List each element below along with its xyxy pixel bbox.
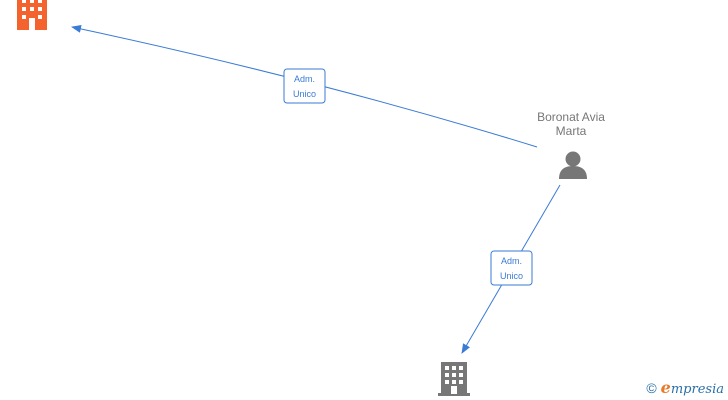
brand-name: empresia [661,378,724,397]
edge-label-1[interactable]: Adm. Unico [283,68,326,104]
copyright-icon: © [646,379,657,396]
person-name[interactable]: Boronat Avia Marta [521,110,621,138]
person-icon[interactable] [559,151,587,180]
brand-logo: © empresia [646,378,724,397]
brand-rest: mpresia [670,382,724,397]
building-icon[interactable] [17,0,47,30]
edge-label-2-line1: Adm. [501,256,522,266]
person-name-line2: Marta [555,124,587,138]
person-name-line1: Boronat Avia [537,110,605,124]
edge-label-2-line2: Unico [500,271,523,281]
brand-initial: e [660,378,671,397]
building-icon[interactable] [438,362,470,396]
edge-label-1-line2: Unico [293,89,316,99]
edge-label-2[interactable]: Adm. Unico [490,250,533,286]
edge-label-1-line1: Adm. [294,74,315,84]
